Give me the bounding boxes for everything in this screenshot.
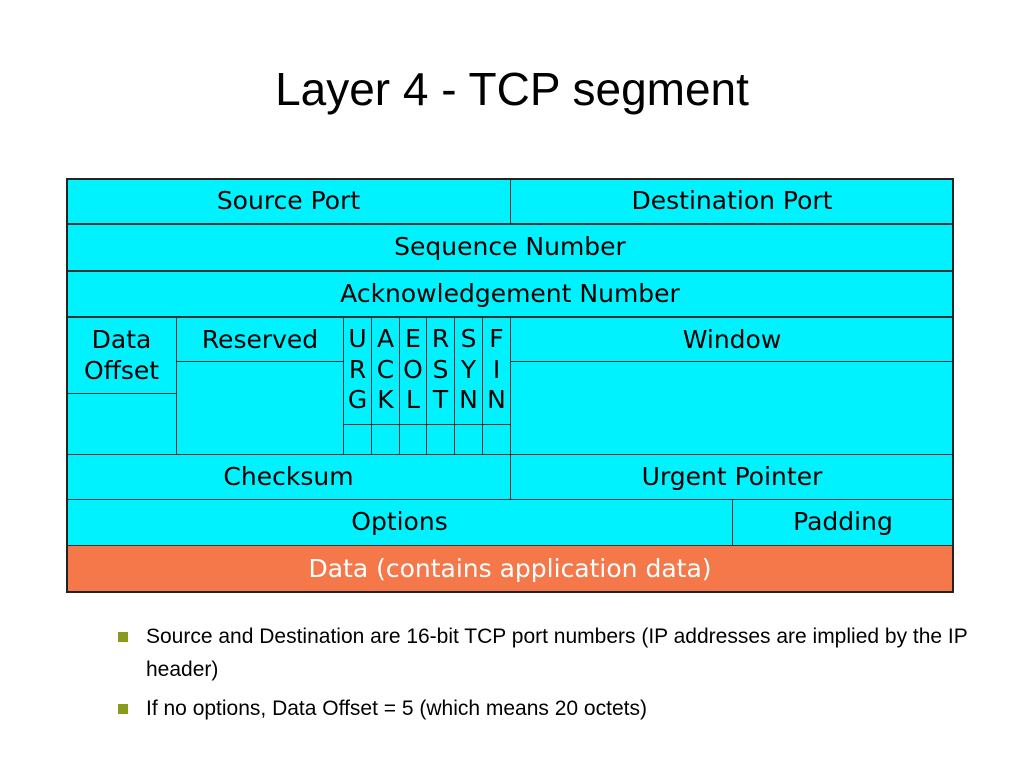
flag-filler <box>426 424 455 455</box>
checksum-label: Checksum <box>223 462 354 491</box>
flag-letter: R <box>431 324 450 353</box>
sequence-number-label: Sequence Number <box>394 232 626 261</box>
acknowledgement-number-field: Acknowledgement Number <box>66 271 954 317</box>
bullet-list: Source and Destination are 16-bit TCP po… <box>118 620 978 731</box>
padding-label: Padding <box>793 507 893 536</box>
data-label: Data (contains application data) <box>308 554 712 583</box>
flag-letter: N <box>487 385 506 414</box>
flag-filler <box>454 424 483 455</box>
sequence-number-field: Sequence Number <box>66 224 954 271</box>
reserved-label: Reserved <box>201 325 319 354</box>
flag-letter: O <box>403 354 423 384</box>
flag-letter: L <box>406 385 420 414</box>
data-offset-filler <box>66 393 177 455</box>
destination-port-field: Destination Port <box>510 178 954 224</box>
options-field: Options <box>66 499 733 546</box>
flag-letter: C <box>376 354 395 384</box>
flag-letter: R <box>348 354 367 384</box>
flag-letter: S <box>432 354 449 384</box>
square-bullet-icon <box>118 704 128 714</box>
options-label: Options <box>351 507 448 536</box>
flag-letter: I <box>492 354 501 384</box>
flag-letter: F <box>489 324 504 353</box>
flag-filler <box>371 424 400 455</box>
acknowledgement-number-label: Acknowledgement Number <box>340 279 680 308</box>
flag-letter: S <box>460 324 477 353</box>
flag-letter: Y <box>460 354 477 384</box>
reserved-field: Reserved <box>176 317 344 362</box>
data-offset-field: Data Offset <box>66 317 177 394</box>
source-port-label: Source Port <box>216 186 361 215</box>
window-filler <box>510 361 954 455</box>
bullet-item: If no options, Data Offset = 5 (which me… <box>118 692 978 725</box>
slide-title: Layer 4 - TCP segment <box>275 63 749 115</box>
flag-letter: G <box>347 385 368 414</box>
checksum-field: Checksum <box>66 454 511 500</box>
bullet-text: If no options, Data Offset = 5 (which me… <box>146 697 647 720</box>
flag-letter: U <box>348 324 367 353</box>
data-offset-label: Data Offset <box>83 325 160 386</box>
window-field: Window <box>510 317 954 362</box>
square-bullet-icon <box>118 632 128 642</box>
window-label: Window <box>682 325 782 354</box>
bullet-text: Source and Destination are 16-bit TCP po… <box>146 625 968 681</box>
flag-letter: K <box>377 385 394 414</box>
source-port-field: Source Port <box>66 178 511 224</box>
flag-letter: N <box>459 385 478 414</box>
bullet-item: Source and Destination are 16-bit TCP po… <box>118 620 978 686</box>
flag-filler <box>343 424 372 455</box>
flag-filler <box>482 424 511 455</box>
urgent-pointer-field: Urgent Pointer <box>510 454 954 500</box>
flag-filler <box>399 424 427 455</box>
data-field: Data (contains application data) <box>66 545 954 593</box>
urgent-pointer-label: Urgent Pointer <box>641 462 823 491</box>
reserved-filler <box>176 361 344 455</box>
flag-letter: T <box>432 385 449 414</box>
flag-letter: A <box>376 324 395 353</box>
flag-letter: E <box>405 324 421 353</box>
destination-port-label: Destination Port <box>631 186 833 215</box>
padding-field: Padding <box>732 499 954 546</box>
